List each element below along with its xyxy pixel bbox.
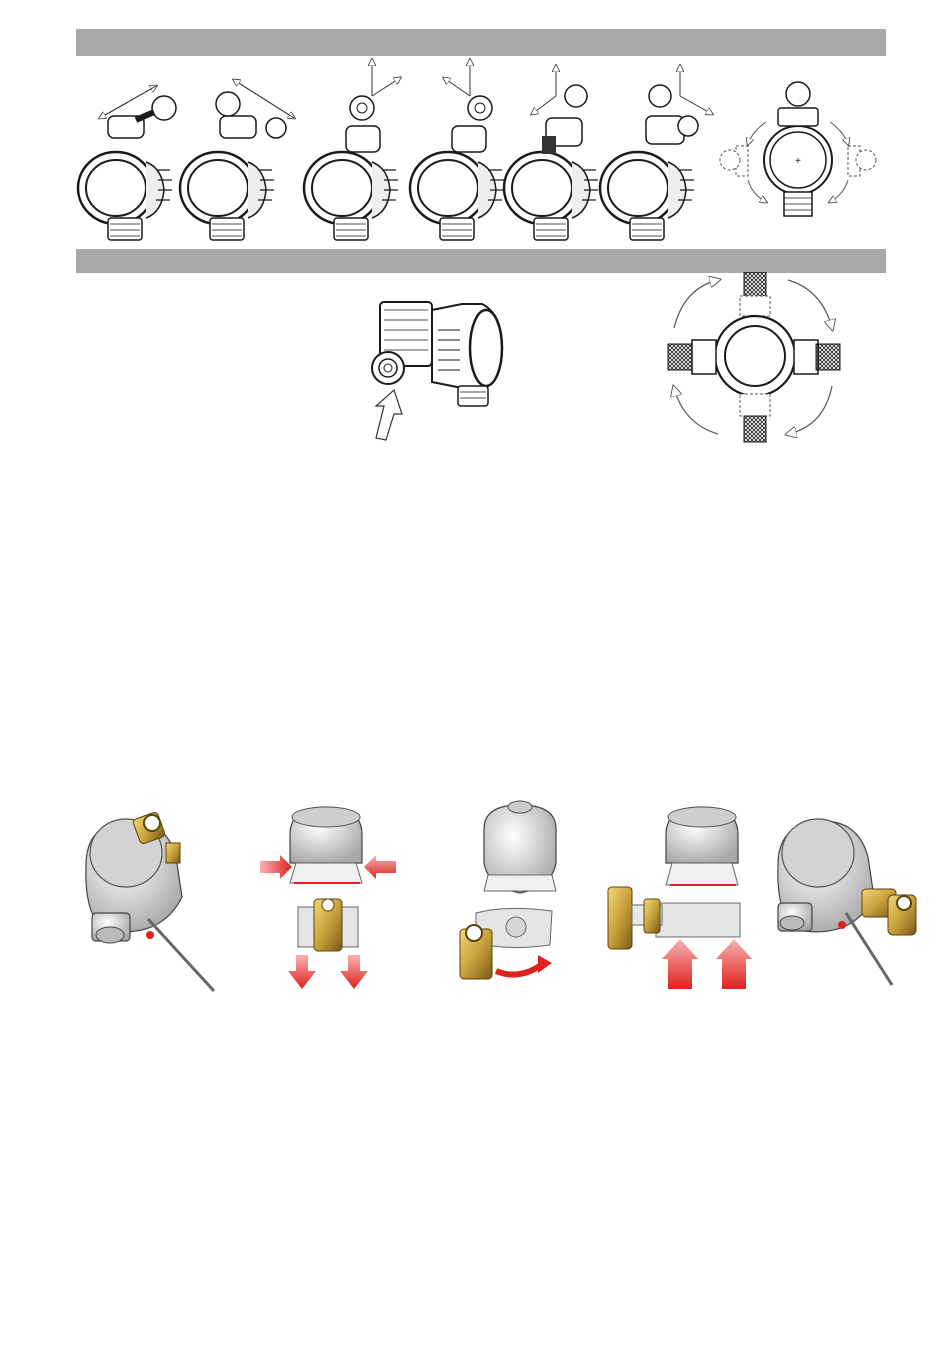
step-reattach xyxy=(608,807,752,989)
figure-bottom-row xyxy=(76,795,926,1000)
meter-side-view-inlet-arrow xyxy=(362,290,512,445)
figure-top-row: + xyxy=(76,56,886,248)
meter-rotation-diagram: + xyxy=(720,82,876,216)
section-band-top xyxy=(76,29,886,56)
meter-orientation-vertical-up-1 xyxy=(304,60,400,240)
step-release-clips xyxy=(260,807,396,989)
svg-text:+: + xyxy=(795,156,801,167)
step-remove-seal-wire xyxy=(86,811,214,991)
meter-orientation-horizontal-left xyxy=(78,86,176,240)
section-band-middle xyxy=(76,249,886,273)
meter-orientation-angled-right xyxy=(600,66,712,240)
meter-orientation-horizontal-right xyxy=(180,80,294,240)
meter-rotation-diagram-large xyxy=(660,272,845,444)
step-rotate-body xyxy=(460,801,556,979)
meter-orientation-angled-left xyxy=(504,66,598,240)
meter-orientation-vertical-up-2 xyxy=(410,60,504,240)
step-reseal-wire xyxy=(778,819,916,985)
